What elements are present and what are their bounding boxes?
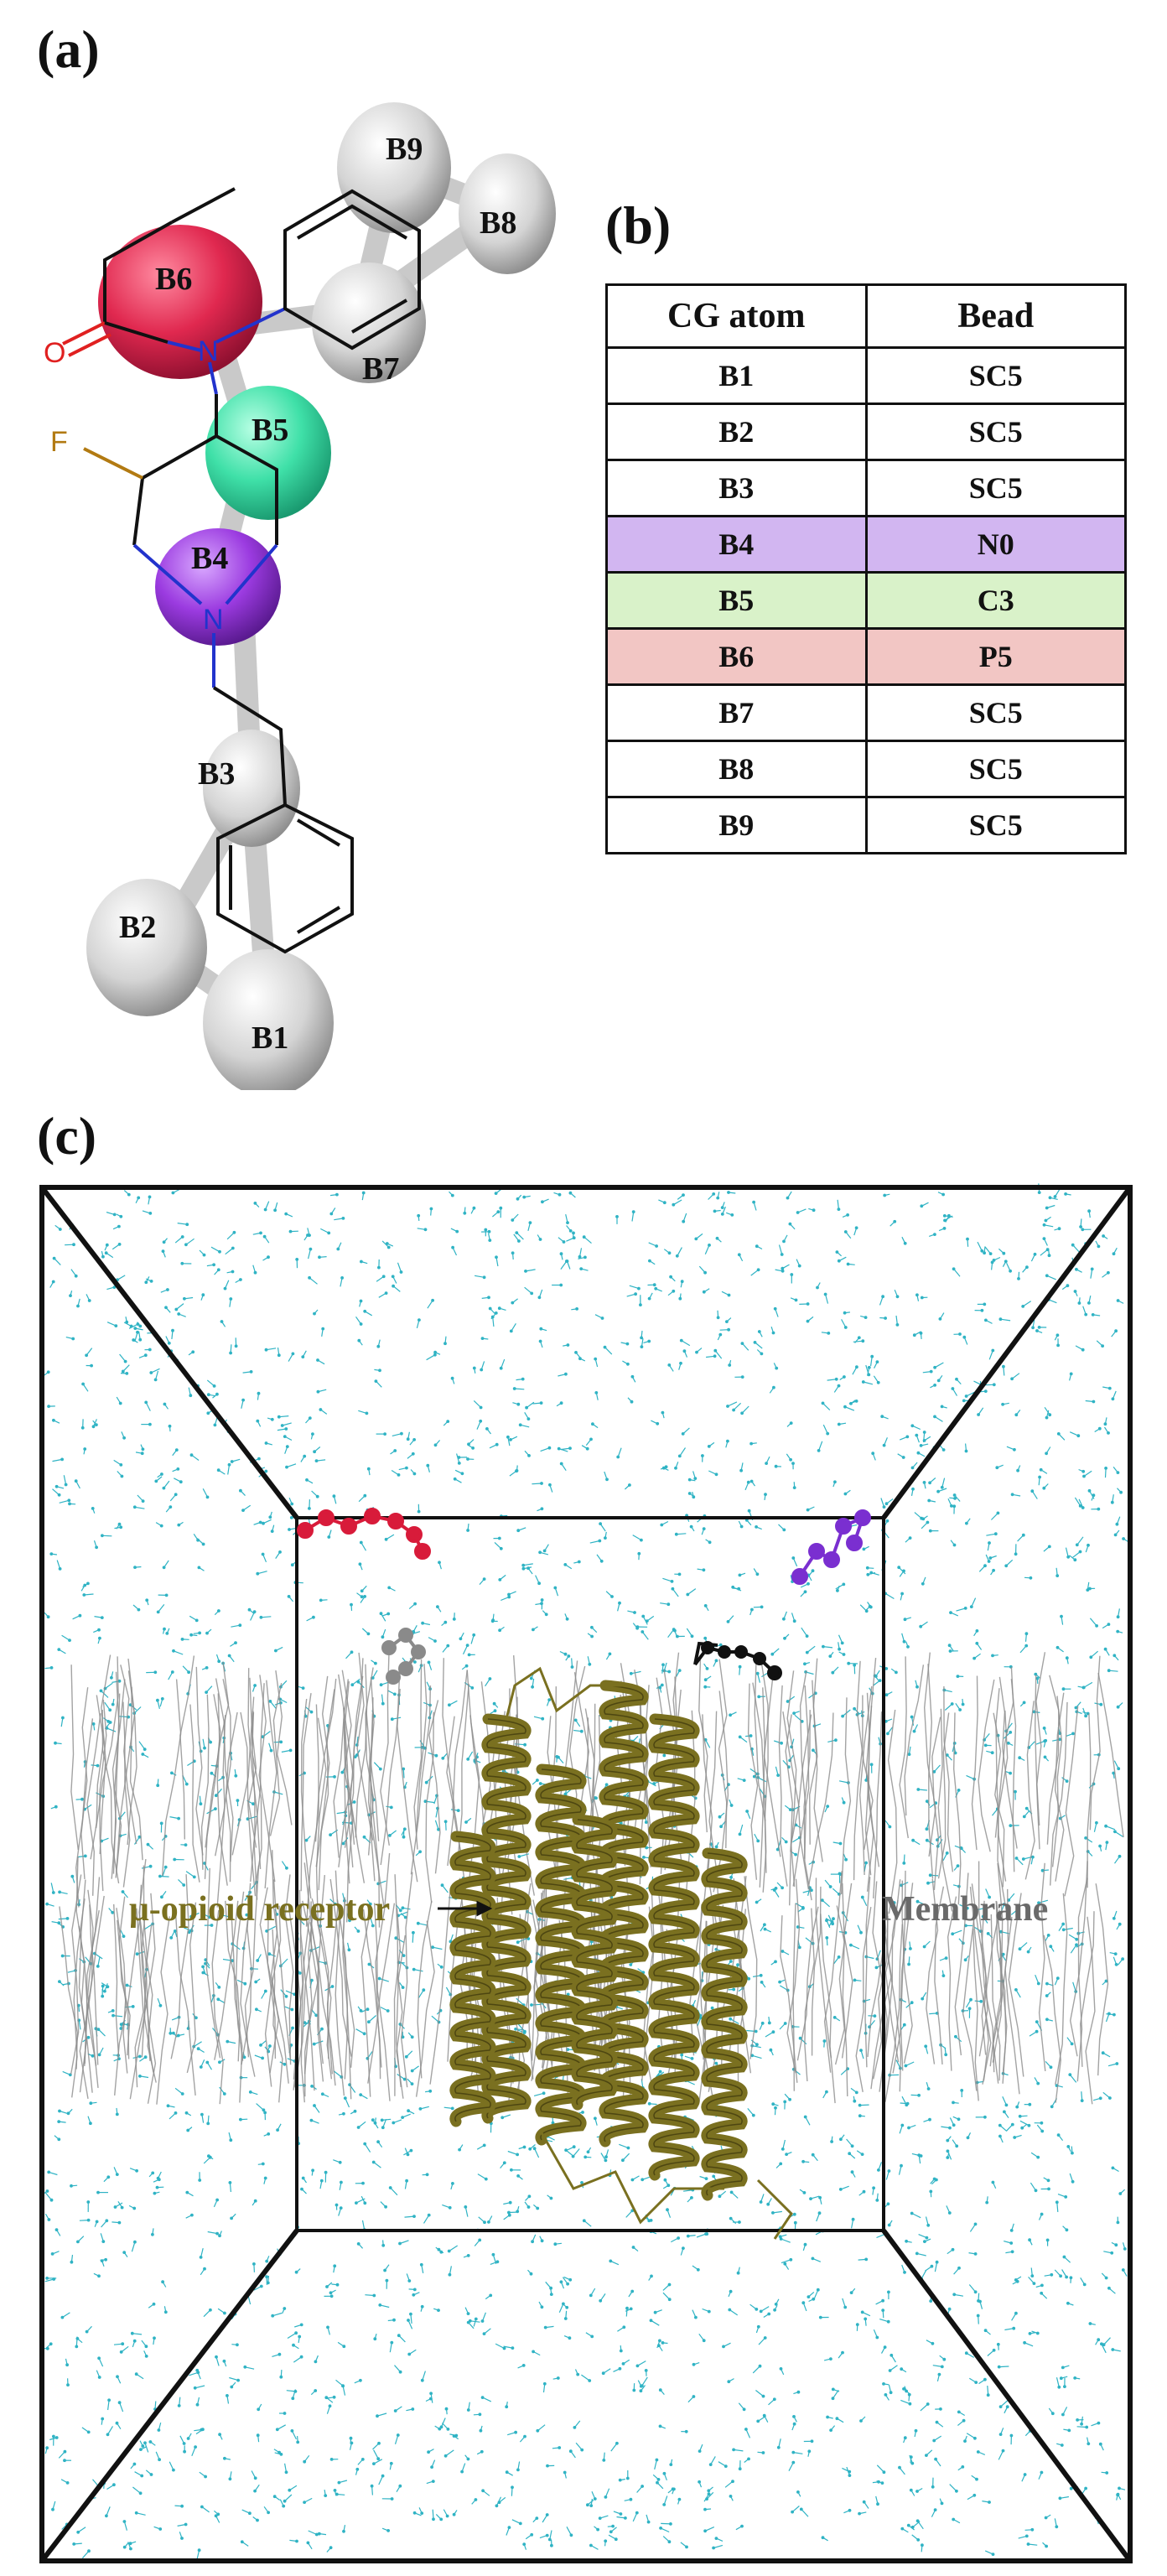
cell-cg-atom: B7 xyxy=(605,683,868,742)
cell-cg-atom: B4 xyxy=(605,515,868,574)
cell-bead: SC5 xyxy=(864,459,1127,517)
ligand-red xyxy=(297,1508,431,1560)
column-header-bead: Bead xyxy=(864,283,1127,349)
cell-bead: SC5 xyxy=(864,740,1127,798)
cell-cg-atom: B1 xyxy=(605,346,868,405)
bead-b3 xyxy=(203,730,300,847)
bead-label-b5: B5 xyxy=(252,413,288,448)
amide-nitrogen-label: N xyxy=(198,335,219,367)
panel-label-c: (c) xyxy=(37,1106,97,1166)
skeletal-formula xyxy=(62,187,421,954)
bead-label-b1: B1 xyxy=(252,1021,288,1056)
fluorine-atom-label: F xyxy=(50,426,68,458)
simulation-box: μ-opioid receptor Membrane xyxy=(39,1183,1133,2563)
bead-label-b3: B3 xyxy=(198,756,235,792)
bead-label-b6: B6 xyxy=(155,262,192,297)
cell-cg-atom: B6 xyxy=(605,627,868,686)
bead-b1 xyxy=(203,949,334,1090)
ligand-grey xyxy=(381,1628,426,1685)
bead-label-b2: B2 xyxy=(119,910,156,945)
cell-cg-atom: B9 xyxy=(605,796,868,854)
cell-cg-atom: B8 xyxy=(605,740,868,798)
box-outline xyxy=(39,1185,1133,2563)
bead-label-b8: B8 xyxy=(480,205,516,241)
bead-b4 xyxy=(155,528,281,646)
bead-label-b4: B4 xyxy=(191,541,228,576)
cell-cg-atom: B3 xyxy=(605,459,868,517)
column-header-cg-atom: CG atom xyxy=(605,283,868,349)
table-header-row: CG atom Bead xyxy=(605,283,1127,349)
cell-bead: SC5 xyxy=(864,683,1127,742)
bead-b6 xyxy=(98,225,262,379)
cell-bead: N0 xyxy=(864,515,1127,574)
bead-b2 xyxy=(86,879,207,1016)
bead-b5 xyxy=(205,386,331,520)
cg-molecule-diagram: O N F N B9 B8 B7 B6 B5 B4 B3 B2 B1 xyxy=(44,102,556,1090)
panel-label-b: (b) xyxy=(605,195,672,255)
ligand-black xyxy=(693,1641,782,1680)
bead-label-b9: B9 xyxy=(386,132,423,167)
cell-bead: SC5 xyxy=(864,402,1127,461)
cell-cg-atom: B2 xyxy=(605,402,868,461)
cell-cg-atom: B5 xyxy=(605,571,868,630)
cell-bead: P5 xyxy=(864,627,1127,686)
mu-opioid-receptor-structure xyxy=(449,1666,793,2240)
beads xyxy=(86,102,556,1090)
ring-nitrogen-label: N xyxy=(203,604,224,636)
ligand-purple xyxy=(791,1509,871,1585)
receptor-label: μ-opioid receptor xyxy=(129,1890,390,1929)
membrane-lipids xyxy=(59,1652,1124,2105)
panel-label-a: (a) xyxy=(37,19,100,79)
bead-b8 xyxy=(459,153,556,274)
bead-b9 xyxy=(337,102,451,233)
receptor-arrow xyxy=(438,1900,493,1917)
cell-bead: SC5 xyxy=(864,796,1127,854)
cell-bead: C3 xyxy=(864,571,1127,630)
membrane-label: Membrane xyxy=(882,1890,1048,1929)
bead-label-b7: B7 xyxy=(362,351,399,387)
oxygen-atom-label: O xyxy=(44,337,65,369)
cell-bead: SC5 xyxy=(864,346,1127,405)
